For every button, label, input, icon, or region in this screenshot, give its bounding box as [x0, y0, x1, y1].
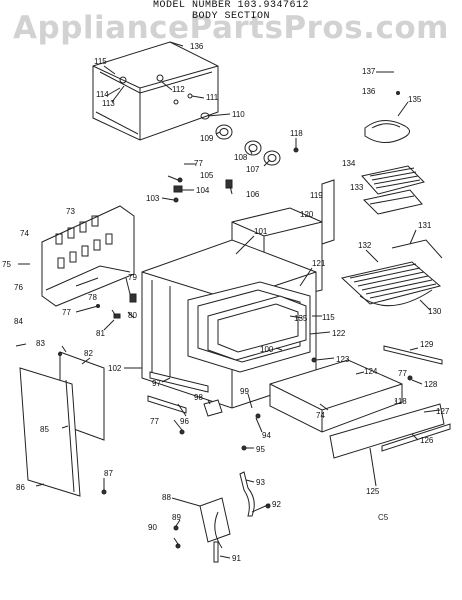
callout-75: 75 [2, 260, 11, 269]
part-97-base-rail [149, 371, 209, 393]
callout-125: 125 [366, 487, 380, 496]
callout-115: 115 [94, 57, 107, 66]
callout-123: 123 [336, 355, 350, 364]
callout-77-a: 77 [194, 159, 203, 168]
burner-rings [200, 112, 299, 166]
callout-84: 84 [14, 317, 23, 326]
callout-111: 111 [206, 93, 219, 102]
callout-82: 82 [84, 349, 93, 358]
callout-86: 86 [16, 483, 25, 492]
watermark: AppliancePartsPros.com [13, 10, 449, 46]
section-title: BODY SECTION [191, 11, 270, 22]
callout-112: 112 [172, 85, 185, 94]
callout-87: 87 [104, 469, 113, 478]
diagram-header: MODEL NUMBER 103.9347612 BODY SECTION [0, 0, 462, 22]
callout-73: 73 [66, 207, 75, 216]
callout-121: 121 [312, 259, 326, 268]
callout-77-d: 77 [150, 417, 159, 426]
callout-101: 101 [254, 227, 268, 236]
callout-124: 124 [364, 367, 378, 376]
callout-81: 81 [96, 329, 105, 338]
callout-95: 95 [256, 445, 265, 454]
part-98-bracket [203, 399, 223, 417]
callout-103: 103 [146, 194, 160, 203]
callout-135-b: 135 [294, 314, 308, 323]
callout-96: 96 [180, 417, 189, 426]
callout-136-b: 136 [362, 87, 376, 96]
part-73-rear-panel [41, 205, 135, 307]
part-115-body-shell [92, 41, 219, 141]
callout-120: 120 [300, 210, 314, 219]
callout-91: 91 [232, 554, 241, 563]
callout-90: 90 [148, 523, 157, 532]
callout-97: 97 [152, 379, 161, 388]
part-135-bake-element [364, 71, 410, 143]
callout-94: 94 [262, 431, 271, 440]
part-84-clip [15, 343, 27, 347]
callout-80: 80 [128, 311, 137, 320]
callout-85: 85 [40, 425, 49, 434]
callout-92: 92 [272, 500, 281, 509]
callout-122: 122 [332, 329, 346, 338]
callout-79: 79 [128, 273, 137, 282]
callout-76: 76 [14, 283, 23, 292]
callout-115-b: 115 [322, 313, 335, 322]
model-number-line: MODEL NUMBER 103.9347612 [152, 0, 310, 11]
callout-114: 114 [96, 90, 109, 99]
part-125-drawer-front [329, 403, 445, 459]
callout-134: 134 [342, 159, 356, 168]
part-85-side-panel [19, 367, 81, 497]
callout-119: 119 [310, 191, 323, 200]
callout-78: 78 [88, 293, 97, 302]
callout-113: 113 [102, 99, 115, 108]
leader-lines [18, 41, 441, 559]
callout-135: 135 [408, 95, 422, 104]
callout-127: 127 [436, 407, 450, 416]
callout-126: 126 [420, 436, 434, 445]
callout-118: 118 [290, 129, 303, 138]
callout-105: 105 [200, 171, 214, 180]
callout-100: 100 [260, 345, 274, 354]
callout-108: 108 [234, 153, 248, 162]
part-124-storage-drawer [269, 359, 403, 433]
callout-77-b: 77 [62, 308, 71, 317]
part-134-broiler-grid [361, 165, 425, 215]
callout-98: 98 [194, 393, 203, 402]
callout-131: 131 [418, 221, 432, 230]
callout-89: 89 [172, 513, 181, 522]
callout-136: 136 [190, 42, 204, 51]
callout-74-b: 74 [316, 411, 325, 420]
callout-130: 130 [428, 307, 442, 316]
callout-102: 102 [108, 364, 122, 373]
callout-104: 104 [196, 186, 210, 195]
drawing-code: C5 [378, 513, 389, 522]
callout-118-b: 118 [394, 397, 407, 406]
callout-129: 129 [420, 340, 434, 349]
callout-109: 109 [200, 134, 214, 143]
callout-93: 93 [256, 478, 265, 487]
callout-77-c: 77 [398, 369, 407, 378]
callout-labels: 136 115 114 113 112 111 110 109 108 107 … [2, 42, 450, 563]
callout-83: 83 [36, 339, 45, 348]
callout-132: 132 [358, 241, 372, 250]
part-93-door-hinge [199, 471, 255, 563]
callout-99: 99 [240, 387, 249, 396]
part-119-side-trim [321, 179, 335, 245]
callout-106: 106 [246, 190, 260, 199]
callout-137: 137 [362, 67, 376, 76]
callout-128: 128 [424, 380, 438, 389]
callout-88: 88 [162, 493, 171, 502]
part-132-oven-rack [340, 239, 443, 307]
callout-74: 74 [20, 229, 29, 238]
callout-133: 133 [350, 183, 364, 192]
callout-107: 107 [246, 165, 260, 174]
callout-110: 110 [232, 110, 245, 119]
